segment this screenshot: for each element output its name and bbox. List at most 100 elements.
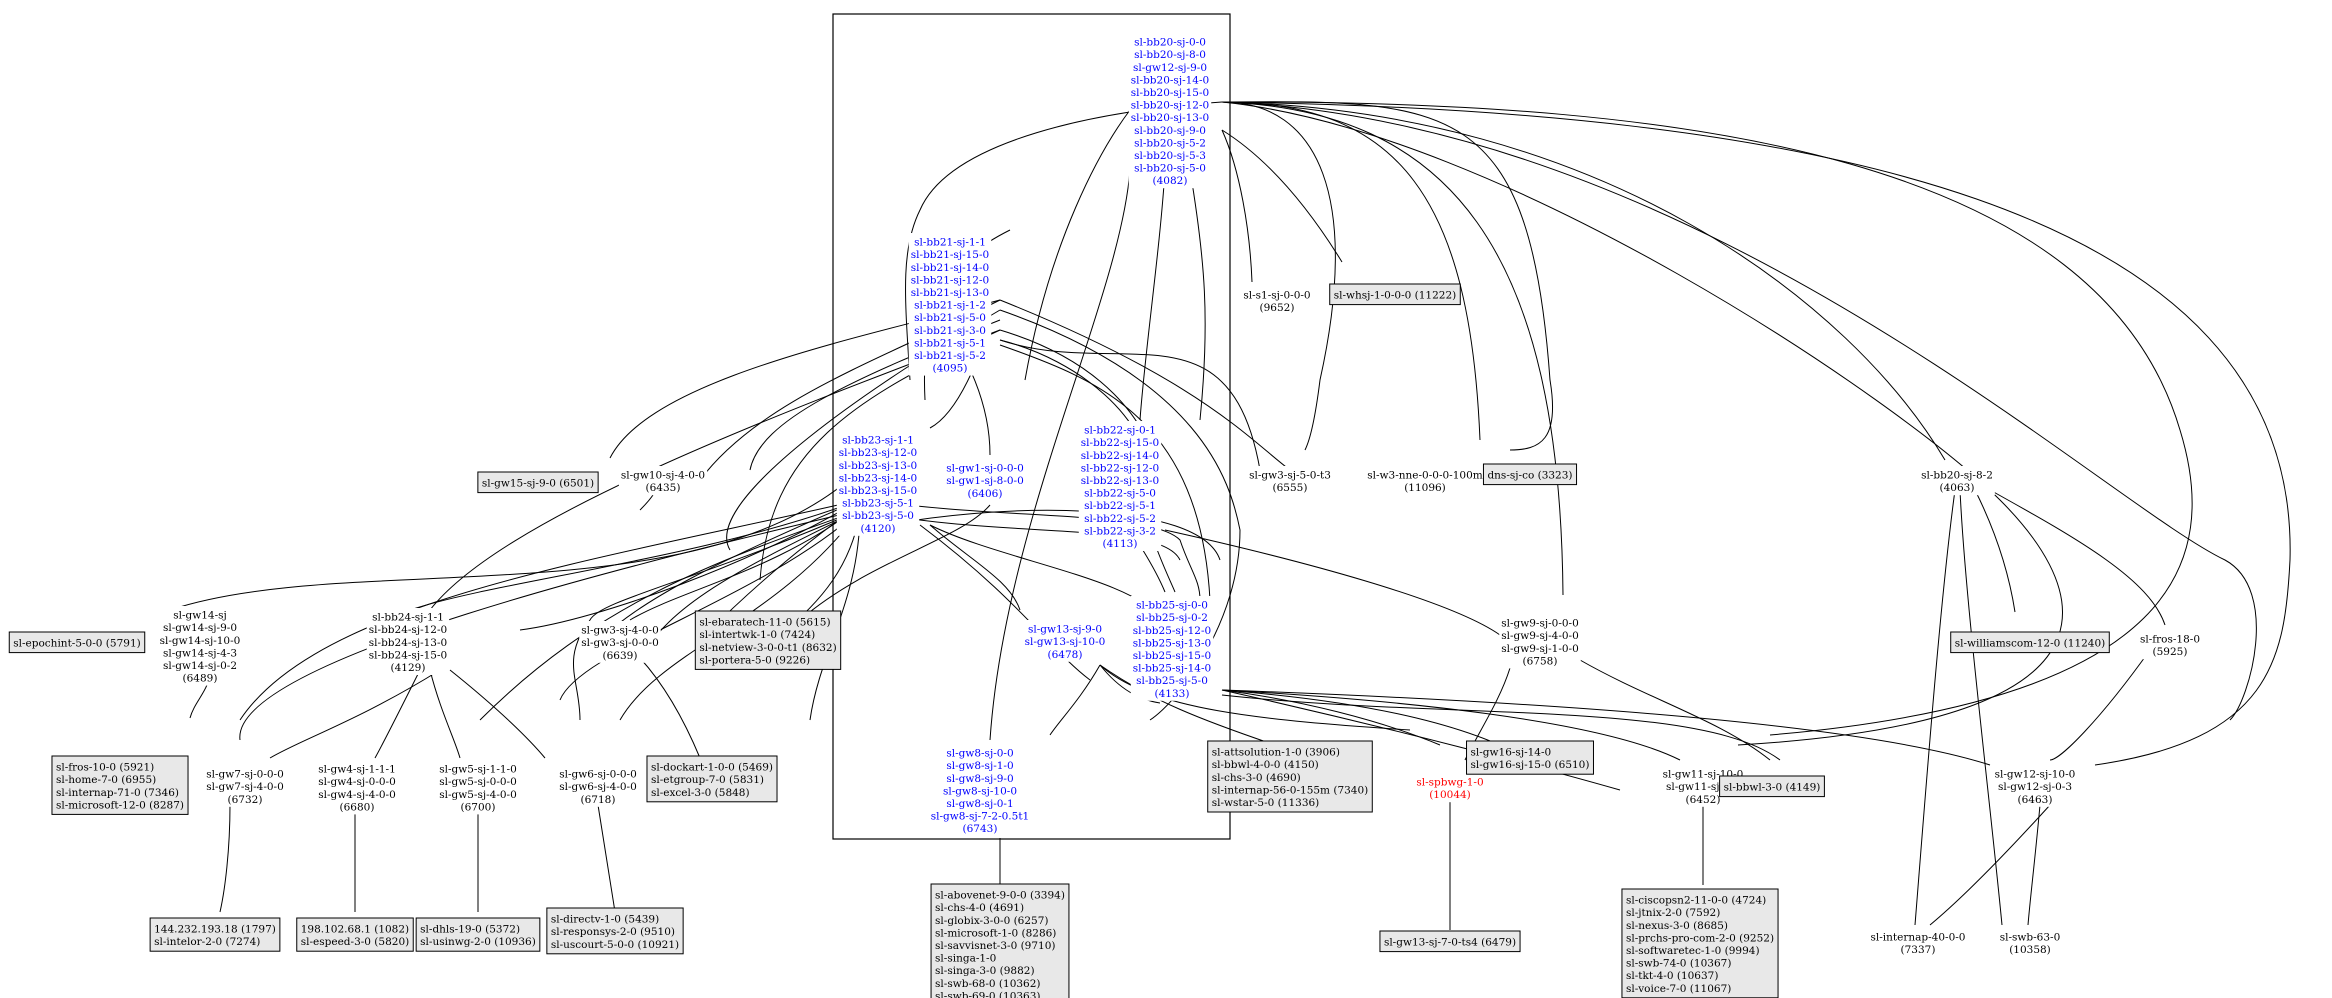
node-label: sl-bb23-sj-1-1 [842, 435, 914, 447]
node-label: (4063) [1940, 482, 1975, 494]
node-box [1466, 740, 1594, 775]
graph-node: sl-attsolution-1-0 (3906)sl-bbwl-4-0-0 (… [1207, 740, 1373, 813]
node-label: sl-gw13-sj-10-0 [1025, 636, 1106, 648]
node-label: sl-gw15-sj-9-0 (6501) [482, 478, 594, 490]
graph-node: sl-bb21-sj-1-1sl-bb21-sj-15-0sl-bb21-sj-… [908, 233, 992, 376]
node-label: sl-bb20-sj-5-0 [1134, 163, 1206, 175]
graph-node: sl-abovenet-9-0-0 (3394)sl-chs-4-0 (4691… [930, 883, 1070, 998]
node-label: sl-gw9-sj-4-0-0 [1501, 630, 1579, 642]
node-backdrop [928, 744, 1032, 837]
node-label: sl-gw4-sj-1-1-1 [318, 764, 396, 776]
graph-node: sl-gw4-sj-1-1-1sl-gw4-sj-0-0-0sl-gw4-sj-… [316, 760, 398, 815]
node-label: sl-gw12-sj-9-0 [1133, 62, 1207, 74]
node-label: sl-bb21-sj-1-2 [914, 300, 986, 312]
node-label: sl-bb21-sj-13-0 [911, 287, 989, 299]
node-backdrop [157, 606, 243, 686]
node-label: (6758) [1523, 655, 1558, 667]
node-label: (4082) [1153, 175, 1188, 187]
node-box [694, 610, 842, 670]
node-label: sl-bb22-sj-15-0 [1081, 437, 1159, 449]
graph-node: sl-ciscopsn2-11-0-0 (4724)sl-jtnix-2-0 (… [1621, 888, 1779, 998]
node-label: sl-gw10-sj-4-0-0 [621, 470, 705, 482]
node-label: sl-gw8-sj-9-0 [946, 773, 1013, 785]
node-label: sl-bb25-sj-13-0 [1133, 637, 1211, 649]
node-label: (6680) [340, 801, 375, 813]
node-label: sl-bb21-sj-5-2 [914, 350, 986, 362]
node-label: sl-bb22-sj-14-0 [1081, 450, 1159, 462]
node-label: sl-excel-3-0 (5848) [651, 787, 750, 799]
node-label: sl-gw12-sj-0-3 [1998, 781, 2072, 793]
graph-node: 144.232.193.18 (1797)sl-intelor-2-0 (727… [149, 917, 281, 952]
node-backdrop [836, 431, 920, 536]
node-label: sl-bb23-sj-5-1 [842, 498, 914, 510]
node-label: sl-directv-1-0 (5439) [551, 914, 659, 926]
node-label: sl-gw5-sj-0-0-0 [439, 776, 517, 788]
node-label: sl-bb21-sj-5-1 [914, 337, 986, 349]
node-label: sl-bb22-sj-5-2 [1084, 513, 1156, 525]
node-label: sl-bb23-sj-14-0 [839, 472, 917, 484]
node-label: sl-bb20-sj-8-0 [1134, 49, 1206, 61]
node-backdrop [2137, 630, 2203, 660]
node-label: sl-gw16-sj-14-0 [1471, 747, 1552, 759]
node-backdrop [557, 765, 639, 807]
node-label: sl-bb20-sj-0-0 [1134, 37, 1206, 49]
node-label: sl-intelor-2-0 (7274) [154, 936, 260, 948]
node-label: sl-gw8-sj-10-0 [943, 785, 1017, 797]
node-backdrop [1868, 928, 1968, 958]
node-label: sl-gw8-sj-7-2-0.5t1 [931, 811, 1029, 823]
cluster-box [832, 13, 1231, 840]
graph-node: sl-gw10-sj-4-0-0(6435) [618, 466, 708, 496]
node-label: sl-bb25-sj-12-0 [1133, 625, 1211, 637]
node-backdrop [1128, 33, 1212, 189]
node-label: sl-gw6-sj-4-0-0 [559, 781, 637, 793]
graph-node: sl-gw16-sj-14-0sl-gw16-sj-15-0 (6510) [1466, 740, 1594, 775]
node-label: sl-bb20-sj-5-3 [1134, 150, 1206, 162]
node-label: sl-bb25-sj-0-2 [1136, 612, 1208, 624]
node-backdrop [618, 466, 708, 496]
node-box [646, 755, 778, 803]
node-label: sl-spbwg-1-0 [1416, 777, 1483, 789]
graph-node: sl-fros-18-0(5925) [2137, 630, 2203, 660]
graph-node: sl-whsj-1-0-0-0 (11222) [1329, 283, 1461, 306]
node-label: sl-globix-3-0-0 (6257) [935, 915, 1048, 927]
node-label: sl-wstar-5-0 (11336) [1212, 797, 1320, 809]
node-label: sl-internap-40-0-0 [1871, 932, 1966, 944]
node-label: sl-ciscopsn2-11-0-0 (4724) [1626, 895, 1766, 907]
node-label: sl-bb21-sj-3-0 [914, 325, 986, 337]
node-label: sl-bb25-sj-5-0 [1136, 675, 1208, 687]
node-label: sl-w3-nne-0-0-0-100m [1367, 470, 1483, 482]
node-box [477, 471, 599, 494]
node-label: (4113) [1103, 538, 1138, 550]
graph-node: sl-dockart-1-0-0 (5469)sl-etgroup-7-0 (5… [646, 755, 778, 803]
graph-node: sl-spbwg-1-0(10044) [1414, 773, 1486, 803]
graph-node: sl-bb25-sj-0-0sl-bb25-sj-0-2sl-bb25-sj-1… [1130, 596, 1214, 701]
node-label: dns-sj-co (3323) [1487, 470, 1572, 482]
node-box [149, 917, 281, 952]
graph-node: sl-bb23-sj-1-1sl-bb23-sj-12-0sl-bb23-sj-… [836, 431, 920, 536]
node-label: (10044) [1429, 789, 1471, 801]
node-label: (5925) [2153, 646, 2188, 658]
graph-node: sl-dhls-19-0 (5372)sl-usinwg-2-0 (10936) [415, 917, 541, 952]
node-label: sl-gw3-sj-4-0-0 [581, 625, 659, 637]
node-label: sl-gw7-sj-4-0-0 [206, 781, 284, 793]
node-label: sl-swb-68-0 (10362) [935, 978, 1040, 990]
node-label: (10358) [2009, 944, 2051, 956]
node-label: 144.232.193.18 (1797) [154, 924, 276, 936]
graph-node: sl-gw13-sj-9-0sl-gw13-sj-10-0(6478) [1022, 620, 1108, 662]
node-label: sl-bb21-sj-12-0 [911, 274, 989, 286]
node-backdrop [1992, 765, 2078, 807]
node-label: sl-microsoft-1-0 (8286) [935, 927, 1056, 939]
node-label: sl-microsoft-12-0 (8287) [56, 799, 184, 811]
node-layer: sl-bb20-sj-0-0sl-bb20-sj-8-0sl-gw12-sj-9… [8, 33, 2203, 998]
node-box [1379, 930, 1521, 953]
graph-node: sl-ebaratech-11-0 (5615)sl-intertwk-1-0 … [694, 610, 842, 670]
node-box [930, 883, 1070, 998]
graph-node: sl-gw8-sj-0-0sl-gw8-sj-1-0sl-gw8-sj-9-0s… [928, 744, 1032, 837]
node-label: sl-gw9-sj-1-0-0 [1501, 643, 1579, 655]
node-backdrop [1078, 421, 1162, 551]
node-backdrop [908, 233, 992, 376]
node-box [1329, 283, 1461, 306]
node-label: sl-intertwk-1-0 (7424) [699, 629, 815, 641]
node-label: sl-bb20-sj-13-0 [1131, 112, 1209, 124]
node-label: sl-gw8-sj-0-1 [946, 798, 1013, 810]
